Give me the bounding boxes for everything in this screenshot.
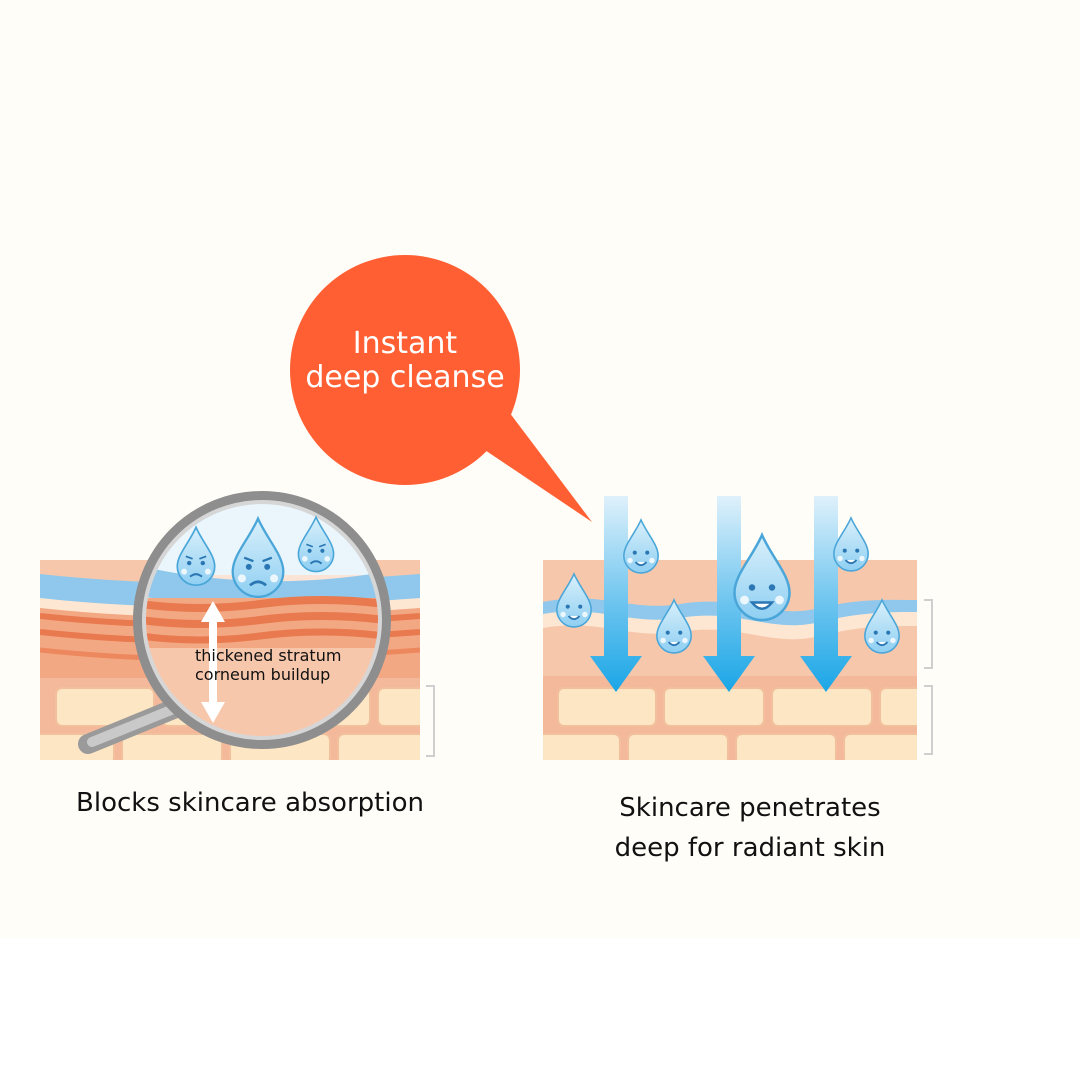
bubble-circle <box>290 255 520 485</box>
happy-drops <box>556 517 900 654</box>
right-caption: Skincare penetrates deep for radiant ski… <box>560 788 940 868</box>
right-bracket-bottom <box>924 685 933 755</box>
penetration-arrows <box>590 496 852 692</box>
left-caption: Blocks skincare absorption <box>76 788 424 818</box>
bubble-line2: deep cleanse <box>305 360 505 395</box>
lens-label: thickened stratum corneum buildup <box>195 646 395 684</box>
lens-label-line2: corneum buildup <box>195 665 331 684</box>
left-bracket <box>426 685 435 757</box>
right-bracket-top <box>924 599 933 669</box>
lens-label-line1: thickened stratum <box>195 646 342 665</box>
thickness-arrow <box>201 601 225 723</box>
right-caption-line2: deep for radiant skin <box>614 833 886 863</box>
right-cells <box>543 687 917 760</box>
bubble-line1: Instant <box>352 326 458 361</box>
right-caption-line1: Skincare penetrates <box>619 793 881 823</box>
bubble-label: Instant deep cleanse <box>290 327 520 395</box>
speech-bubble <box>290 255 592 522</box>
down-arrow <box>590 496 642 692</box>
down-arrow <box>703 496 755 692</box>
sad-drops <box>176 516 335 598</box>
bottom-white-band <box>0 938 1080 1080</box>
down-arrow <box>800 496 852 692</box>
